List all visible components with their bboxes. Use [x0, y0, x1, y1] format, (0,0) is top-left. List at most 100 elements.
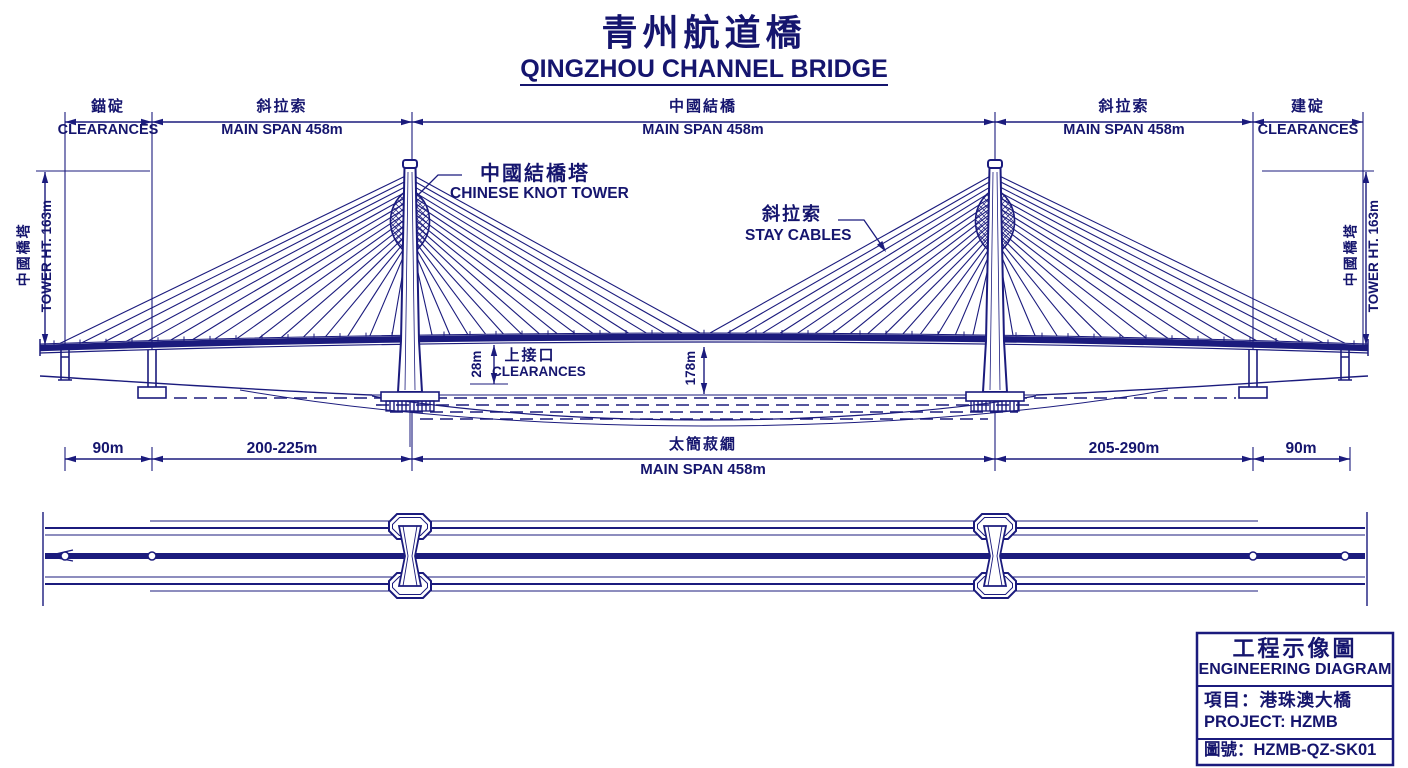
stay-cable: [59, 175, 406, 344]
dim-arrow: [152, 455, 163, 463]
bottom-dim-mid-en: MAIN SPAN 458m: [640, 461, 766, 478]
bottom-dim-mid-zh: 太簡菽繝: [668, 436, 737, 453]
stay-cable: [999, 213, 1191, 340]
stay-cables-label-en: STAY CABLES: [745, 227, 852, 244]
plan-tower-shaft: [982, 525, 1008, 587]
plan-pier-circles: [60, 551, 1350, 561]
stay-cable-fans: [59, 175, 1346, 344]
dim-arrow: [401, 118, 412, 126]
stay-cable: [414, 213, 576, 334]
dim-arrow: [141, 118, 152, 126]
stay-cable: [414, 218, 558, 334]
page-title-en-text: QINGZHOU CHANNEL BRIDGE: [520, 56, 888, 87]
water-dashes: [174, 397, 1236, 420]
stay-cable: [414, 229, 522, 335]
stay-cable: [414, 235, 504, 335]
top-dim-mid-span-zh: 中國結橋: [668, 98, 737, 115]
bottom-dim-left-side: 200-225m: [246, 440, 318, 457]
bottom-dim-right-end: 90m: [1285, 440, 1317, 457]
plan-tower-top-inner: [977, 517, 1013, 536]
dim-arrow: [1242, 118, 1253, 126]
page-title-en: QINGZHOU CHANNEL BRIDGE: [454, 56, 954, 87]
plan-tower-top-inner: [392, 517, 428, 536]
knot-tower-leader: [416, 174, 462, 197]
stay-cable: [999, 191, 1279, 342]
bottom-dim-right-side: 205-290m: [1088, 440, 1160, 457]
deck-clearance-value: 28m: [468, 350, 484, 378]
dimension-lines: [41, 118, 1370, 463]
tower-left-label-zh: 中國橋塔: [15, 222, 32, 287]
plan-tower-sections: [388, 513, 1017, 599]
title-block-name-zh: 工程示像圖: [1232, 636, 1358, 661]
dim-arrow: [1352, 118, 1363, 126]
stay-cable: [999, 218, 1169, 339]
title-block-name-en: ENGINEERING DIAGRAM: [1198, 661, 1392, 678]
plan-view: [42, 512, 1368, 606]
ground-profile: [39, 375, 1369, 427]
stay-cable: [325, 240, 406, 337]
nav-clearance-value: 178m: [682, 350, 698, 386]
top-dim-left-clearance-zh: 錨碇: [90, 98, 125, 115]
stay-cable: [258, 224, 406, 339]
stay-cable: [814, 207, 991, 334]
pier-footing: [1238, 386, 1268, 399]
top-dim-right-span-en: MAIN SPAN 458m: [1063, 122, 1185, 138]
bridge-deck: [39, 332, 1369, 356]
stay-cable: [727, 180, 991, 334]
top-dim-right-clearance-en: CLEARANCES: [1257, 122, 1359, 138]
dim-arrow: [41, 334, 49, 345]
stay-cable: [884, 229, 991, 335]
deck-clearance-label-zh: 上接口: [504, 347, 556, 364]
tower-mast-inner-line: [989, 171, 1001, 391]
stay-cable: [867, 224, 991, 335]
stay-cable: [414, 202, 611, 334]
stay-cable: [192, 207, 406, 340]
stay-cable: [999, 235, 1102, 338]
stay-cable: [414, 207, 594, 334]
tower-cap: [402, 159, 418, 169]
stay-cable: [414, 180, 683, 334]
dim-arrow: [1242, 455, 1253, 463]
dim-arrow: [1362, 172, 1370, 183]
dim-arrow: [490, 373, 498, 384]
stay-cable: [999, 245, 1058, 337]
dim-arrow: [1339, 455, 1350, 463]
stay-cable: [414, 240, 487, 335]
tower-cap: [987, 159, 1003, 169]
deck-ticks: [53, 329, 1355, 345]
dim-arrow: [1253, 455, 1264, 463]
stay-cables-leader: [838, 219, 883, 247]
stay-cable: [998, 251, 1036, 336]
dim-arrow: [65, 455, 76, 463]
pier: [1338, 350, 1352, 381]
stay-cable: [999, 207, 1213, 340]
stay-cable: [919, 240, 991, 335]
title-block-project-en: PROJECT: HZMB: [1204, 713, 1338, 731]
stay-cable: [999, 240, 1080, 337]
stay-cable: [81, 180, 406, 344]
stay-cable: [937, 245, 991, 335]
tower-mast-inner-line: [404, 171, 416, 391]
top-dim-left-span-zh: 斜拉索: [256, 98, 308, 115]
stay-cable: [849, 218, 991, 334]
plan-girder-inner: [45, 534, 1365, 578]
pier-footing: [137, 386, 167, 399]
top-dim-left-span-en: MAIN SPAN 458m: [221, 122, 343, 138]
stay-cable: [762, 191, 991, 334]
plan-tower-bottom-inner: [392, 576, 428, 595]
stay-cable: [709, 175, 991, 334]
stay-cable: [303, 235, 406, 338]
stay-cable: [999, 180, 1324, 344]
stay-cable: [999, 224, 1147, 339]
title-block: [1195, 631, 1395, 767]
plan-outer-edges: [150, 520, 1258, 592]
stay-cable: [999, 202, 1235, 341]
stay-cable: [999, 175, 1346, 344]
dim-arrow: [984, 118, 995, 126]
stay-cable: [104, 186, 406, 343]
stay-cable: [414, 191, 647, 334]
dim-arrow: [700, 347, 708, 358]
tower-right-label-zh: 中國橋塔: [1342, 222, 1359, 287]
stay-cable: [999, 229, 1125, 338]
